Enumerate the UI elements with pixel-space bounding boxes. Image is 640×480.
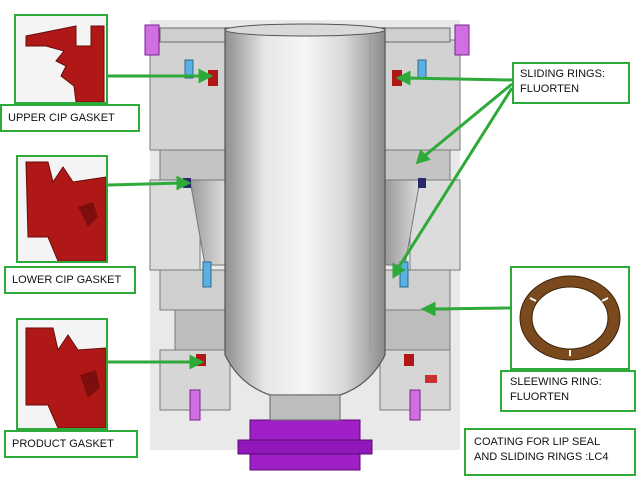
coating-note-label: COATING FOR LIP SEAL AND SLIDING RINGS :… <box>464 428 636 476</box>
product-gasket-text: PRODUCT GASKET <box>12 438 114 450</box>
upper-cip-gasket-thumbnail <box>14 14 108 104</box>
coating-line2: AND SLIDING RINGS :LC4 <box>474 451 609 463</box>
sleewing-ring-icon <box>519 275 621 361</box>
lower-cip-gasket-label: LOWER CIP GASKET <box>4 266 136 294</box>
callout-lines <box>107 68 514 370</box>
sleewing-ring-line1: SLEEWING RING: <box>510 376 602 388</box>
sliding-rings-line2: FLUORTEN <box>520 83 580 95</box>
upper-gasket-profile-icon <box>25 25 105 102</box>
sleewing-ring-thumbnail <box>510 266 630 370</box>
bolts <box>144 24 470 421</box>
product-gasket-thumbnail <box>16 318 108 430</box>
coating-line1: COATING FOR LIP SEAL <box>474 436 601 448</box>
sliding-rings-label: SLIDING RINGS: FLUORTEN <box>512 62 630 104</box>
product-gasket-label: PRODUCT GASKET <box>4 430 138 458</box>
lower-cip-gasket-text: LOWER CIP GASKET <box>12 274 122 286</box>
sleewing-ring-line2: FLUORTEN <box>510 391 570 403</box>
outlet-flange <box>237 394 373 471</box>
lower-cip-gasket-thumbnail <box>16 155 108 263</box>
upper-cip-gasket-label: UPPER CIP GASKET <box>0 104 140 132</box>
sleewing-ring-label: SLEEWING RING: FLUORTEN <box>500 370 636 412</box>
sliding-rings-line1: SLIDING RINGS: <box>520 68 605 80</box>
central-tube <box>224 23 386 396</box>
upper-cip-gasket-text: UPPER CIP GASKET <box>8 112 115 124</box>
inner-cones <box>189 179 421 266</box>
lower-gasket-profile-icon <box>25 161 106 261</box>
product-gasket-profile-icon <box>25 327 106 428</box>
